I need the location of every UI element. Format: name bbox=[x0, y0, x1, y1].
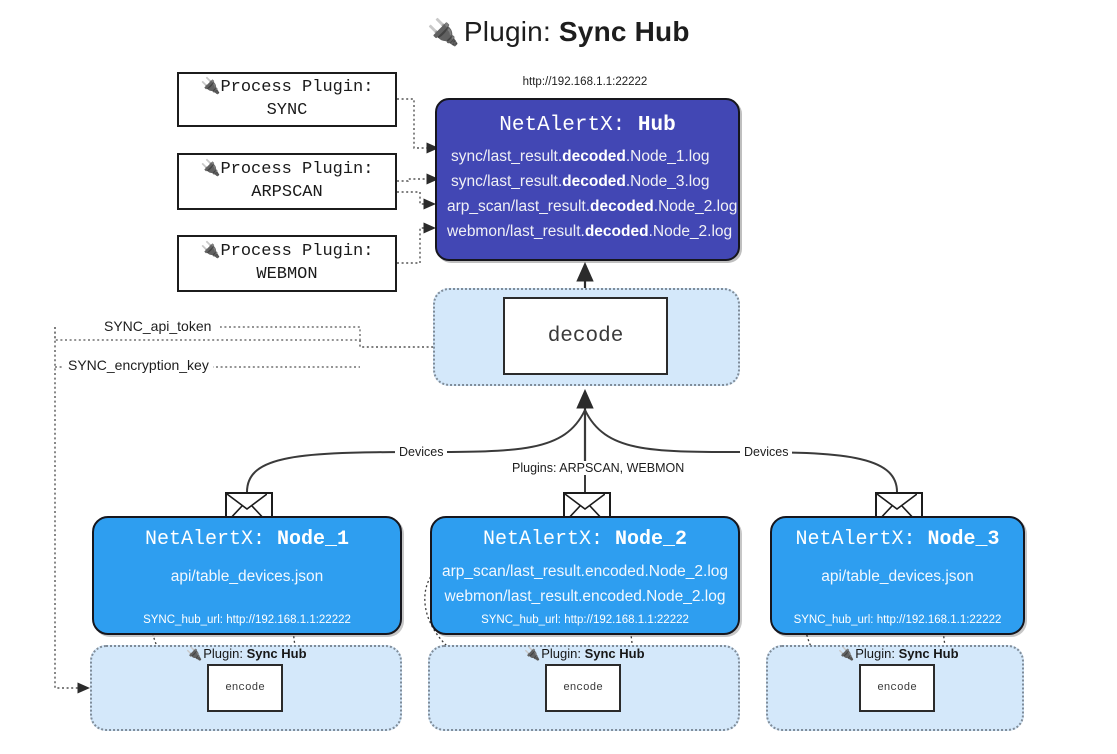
page-title-name: Sync Hub bbox=[558, 16, 690, 47]
edge-webmon-to-log4 bbox=[397, 222, 436, 264]
decode-box[interactable]: decode bbox=[503, 297, 668, 375]
plug-icon: 🔌 bbox=[427, 17, 460, 47]
edge-label-devices-left: Devices bbox=[395, 445, 448, 459]
plug-icon: 🔌 bbox=[838, 646, 855, 661]
plug-icon: 🔌 bbox=[524, 646, 541, 661]
hub-box[interactable]: NetAlertX: Hub sync/last_result.decoded.… bbox=[435, 98, 740, 261]
hub-title-prefix: NetAlertX: bbox=[499, 114, 626, 137]
node-2-footer: SYNC_hub_url: http://192.168.1.1:22222 bbox=[481, 614, 689, 626]
node-1-footer: SYNC_hub_url: http://192.168.1.1:22222 bbox=[143, 614, 351, 626]
encode-box-node2[interactable]: encode bbox=[545, 664, 621, 712]
plug-icon: 🔌 bbox=[200, 78, 221, 96]
node-2-line-1: arp_scan/last_result.encoded.Node_2.log bbox=[441, 563, 729, 580]
plug-icon: 🔌 bbox=[200, 160, 221, 178]
edge-label-plugins-center: Plugins: ARPSCAN, WEBMON bbox=[508, 461, 689, 475]
node-1-line-1: api/table_devices.json bbox=[170, 568, 324, 585]
edge-label-devices-right: Devices bbox=[740, 445, 793, 459]
node-1-title: NetAlertX: Node_1 bbox=[144, 528, 350, 551]
node-3-title: NetAlertX: Node_3 bbox=[795, 528, 1000, 551]
node-box-1[interactable]: NetAlertX: Node_1 api/table_devices.json… bbox=[92, 516, 402, 635]
node-3-line-1: api/table_devices.json bbox=[821, 568, 974, 585]
hub-title: NetAlertX: Hub bbox=[447, 114, 728, 137]
process-plugin-arpscan-line2: ARPSCAN bbox=[251, 183, 323, 202]
process-plugin-sync-line2: SYNC bbox=[266, 101, 308, 120]
process-plugin-sync-box[interactable]: 🔌Process Plugin: SYNC bbox=[177, 72, 397, 127]
edge-arpscan-to-log3 bbox=[397, 191, 436, 210]
hub-log-line-4: webmon/last_result.decoded.Node_2.log bbox=[447, 223, 733, 241]
node-2-line-2: webmon/last_result.encoded.Node_2.log bbox=[444, 587, 726, 605]
edge-api-token-bus bbox=[54, 327, 90, 694]
plug-icon: 🔌 bbox=[200, 242, 221, 260]
process-plugin-webmon-line1: Process Plugin: bbox=[220, 242, 374, 262]
process-plugin-arpscan-line1: Process Plugin: bbox=[220, 160, 374, 180]
node-box-3[interactable]: NetAlertX: Node_3 api/table_devices.json… bbox=[770, 516, 1025, 635]
process-plugin-sync-line1: Process Plugin: bbox=[220, 78, 374, 98]
token-label-api: SYNC_api_token bbox=[100, 318, 216, 334]
node-2-title: NetAlertX: Node_2 bbox=[482, 528, 688, 551]
plug-icon: 🔌 bbox=[186, 646, 203, 661]
process-plugin-webmon-line2: WEBMON bbox=[256, 265, 318, 284]
process-plugin-arpscan-box[interactable]: 🔌Process Plugin: ARPSCAN bbox=[177, 153, 397, 210]
page-title-prefix: Plugin: bbox=[463, 16, 551, 47]
encode-box-node1[interactable]: encode bbox=[207, 664, 283, 712]
hub-log-line-3: arp_scan/last_result.decoded.Node_2.log bbox=[447, 198, 738, 216]
edge-sync-to-log2 bbox=[397, 173, 439, 185]
process-plugin-webmon-box[interactable]: 🔌Process Plugin: WEBMON bbox=[177, 235, 397, 292]
hub-log-line-2: sync/last_result.decoded.Node_3.log bbox=[451, 173, 710, 191]
page-title: 🔌Plugin: Sync Hub bbox=[0, 16, 1117, 48]
encode-plugin-label-2: 🔌Plugin: Sync Hub bbox=[524, 646, 645, 661]
encode-plugin-label-1: 🔌Plugin: Sync Hub bbox=[186, 646, 307, 661]
hub-log-line-1: sync/last_result.decoded.Node_1.log bbox=[451, 148, 710, 165]
token-label-encryption: SYNC_encryption_key bbox=[64, 357, 213, 373]
node-3-footer: SYNC_hub_url: http://192.168.1.1:22222 bbox=[793, 614, 1002, 626]
hub-title-name: Hub bbox=[637, 114, 676, 137]
edge-sync-to-log1 bbox=[397, 98, 439, 154]
node-box-2[interactable]: NetAlertX: Node_2 arp_scan/last_result.e… bbox=[430, 516, 740, 635]
encode-plugin-label-3: 🔌Plugin: Sync Hub bbox=[838, 646, 959, 661]
hub-url-label: http://192.168.1.1:22222 bbox=[522, 76, 648, 88]
encode-box-node3[interactable]: encode bbox=[859, 664, 935, 712]
